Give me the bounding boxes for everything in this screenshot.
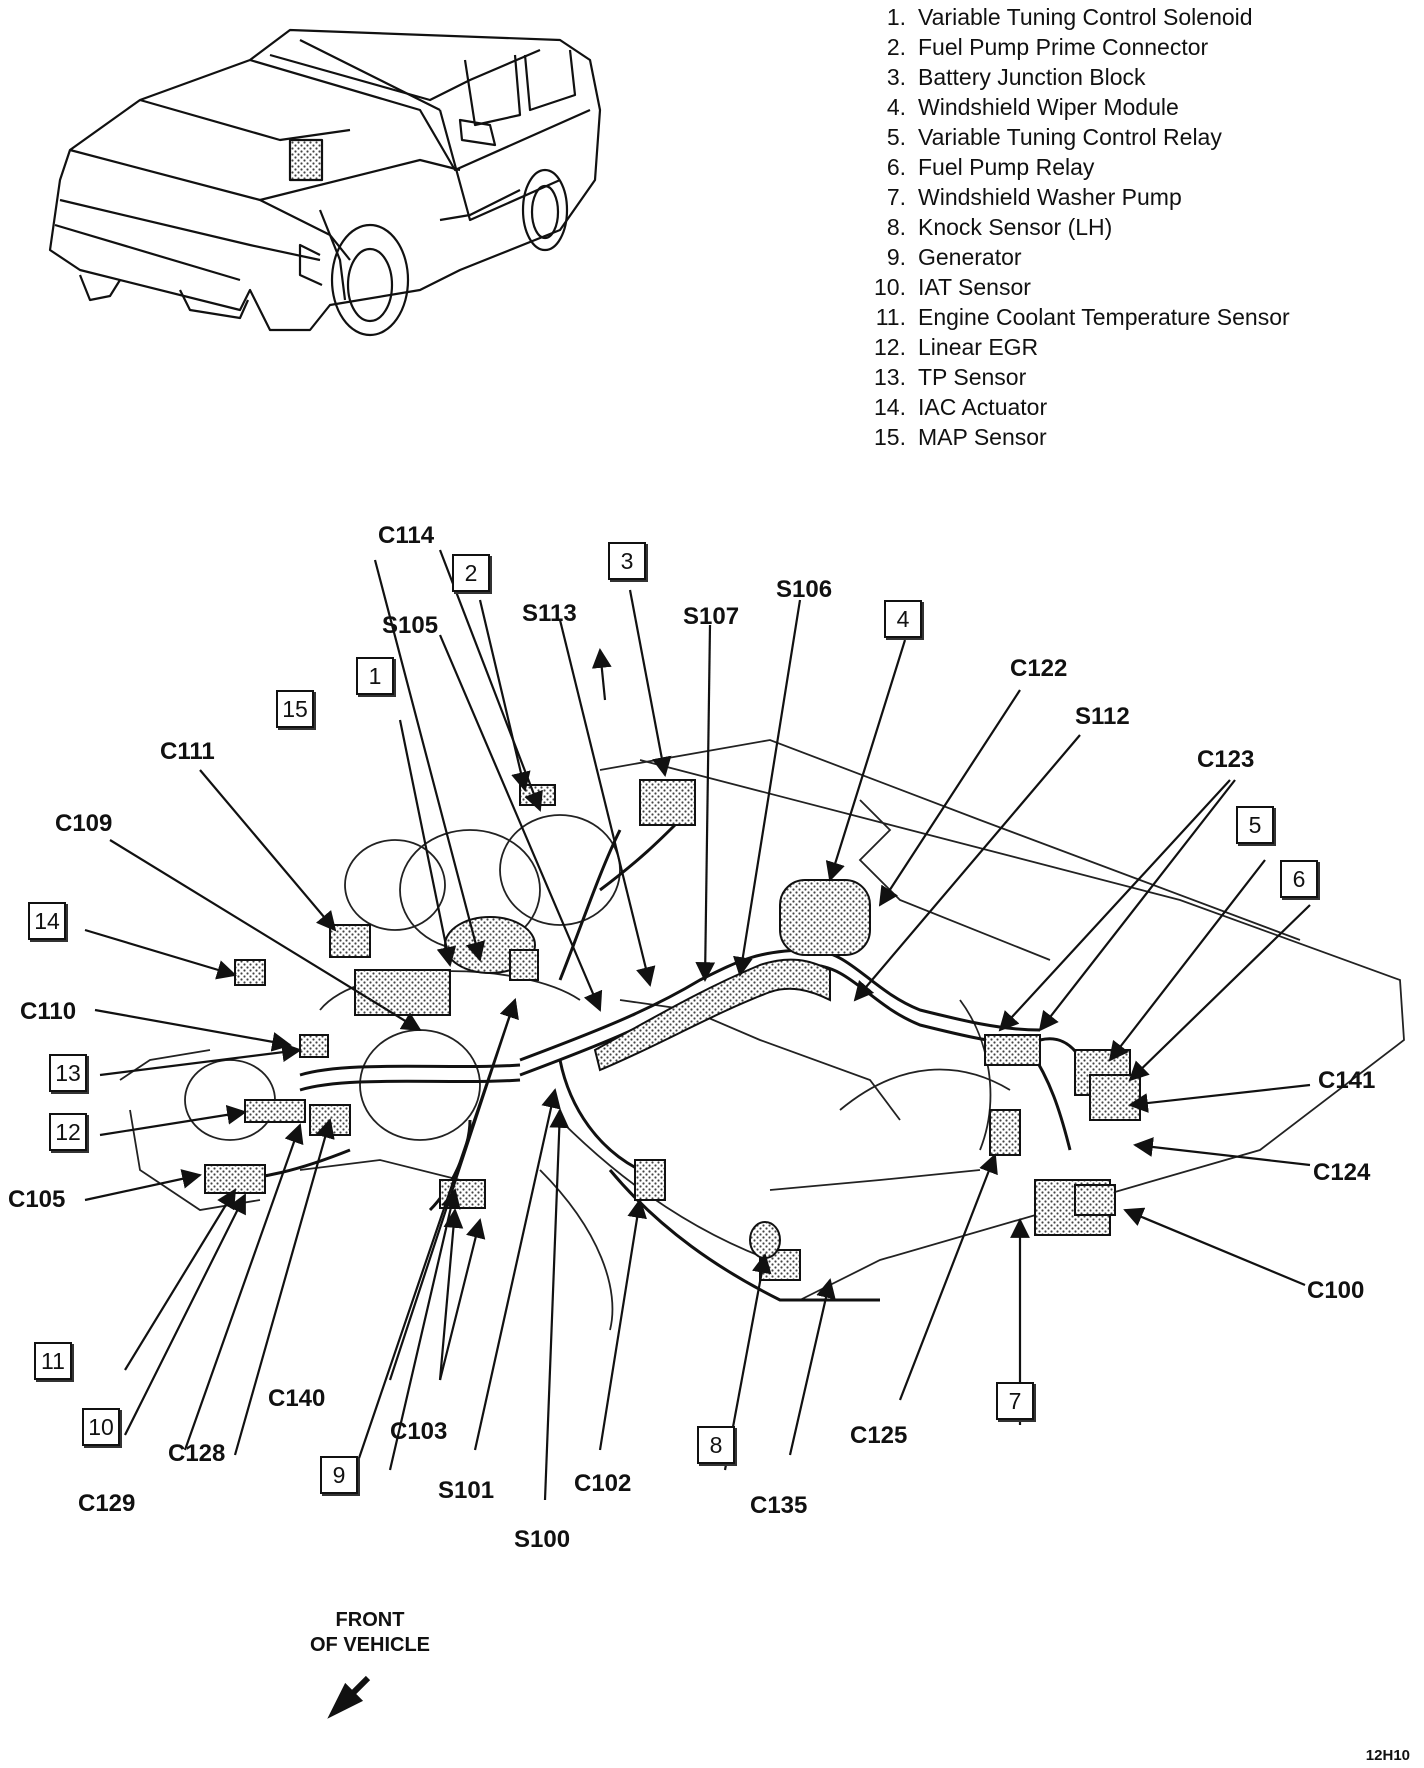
- legend-item: 5.Variable Tuning Control Relay: [886, 124, 1222, 150]
- label-s107: S107: [683, 603, 740, 630]
- legend-item: 11.Engine Coolant Temperature Sensor: [875, 304, 1290, 330]
- label-c135: C135: [750, 1492, 808, 1519]
- box-7: 7: [996, 1382, 1034, 1420]
- label-c102: C102: [574, 1470, 632, 1497]
- legend-item: 3.Battery Junction Block: [886, 64, 1146, 90]
- c140-connector: [509, 949, 539, 981]
- label-s100: S100: [514, 1526, 571, 1553]
- label-s113: S113: [522, 600, 577, 627]
- c105-connector: [204, 1164, 266, 1194]
- engine-bay-illustration: [119, 739, 1405, 1331]
- front-label-line2: OF VEHICLE: [309, 1634, 430, 1656]
- c100-connector: [1074, 1184, 1116, 1216]
- label-c123: C123: [1197, 746, 1255, 773]
- label-c111: C111: [160, 738, 215, 765]
- figure-id: 12H10: [1365, 1747, 1410, 1764]
- box-5: 5: [1236, 806, 1274, 844]
- label-s101: S101: [438, 1477, 495, 1504]
- label-c110: C110: [20, 998, 77, 1025]
- legend-item: 12.Linear EGR: [874, 334, 1039, 360]
- label-s106: S106: [776, 576, 833, 603]
- box-9: 9: [320, 1456, 358, 1494]
- label-c109: C109: [55, 810, 113, 837]
- linear-egr: [244, 1099, 306, 1123]
- map-sensor: [354, 969, 451, 1016]
- c111-connector: [329, 924, 371, 958]
- leader-lines: [84, 549, 1311, 1501]
- front-label-line1: FRONT: [335, 1609, 405, 1631]
- c102-connector: [634, 1159, 666, 1201]
- label-c122: C122: [1010, 655, 1068, 682]
- legend-item: 6.Fuel Pump Relay: [886, 154, 1095, 180]
- label-c140: C140: [268, 1385, 326, 1412]
- legend-item: 2.Fuel Pump Prime Connector: [886, 34, 1209, 60]
- knock-sensor: [749, 1221, 781, 1259]
- label-c103: C103: [390, 1418, 448, 1445]
- wiper-module: [779, 879, 871, 956]
- label-c128: C128: [168, 1440, 226, 1467]
- label-c105: C105: [8, 1186, 66, 1213]
- c125-connector: [989, 1109, 1021, 1156]
- label-s105: S105: [382, 612, 439, 639]
- main-harness-conduit: [593, 958, 831, 1072]
- component-legend: 1.Variable Tuning Control Solenoid 2.Fue…: [860, 2, 1290, 452]
- legend-item: 14.IAC Actuator: [874, 394, 1048, 420]
- box-8: 8: [697, 1426, 735, 1464]
- label-c100: C100: [1307, 1277, 1365, 1304]
- tp-sensor: [299, 1034, 329, 1058]
- box-13: 13: [49, 1054, 87, 1092]
- legend-item: 8.Knock Sensor (LH): [886, 214, 1113, 240]
- box-6: 6: [1280, 860, 1318, 898]
- battery-junction-block: [639, 779, 696, 826]
- legend-item: 15.MAP Sensor: [874, 424, 1047, 450]
- label-c141: C141: [1318, 1067, 1376, 1094]
- iac-actuator: [234, 959, 266, 986]
- box-15: 15: [276, 690, 314, 728]
- fuel-pump-relay: [1089, 1074, 1141, 1121]
- box-2: 2: [452, 554, 490, 592]
- label-c124: C124: [1313, 1159, 1371, 1186]
- wiring-harness: [219, 818, 1112, 1302]
- box-3: 3: [608, 542, 646, 580]
- front-arrow-icon: [327, 1675, 371, 1719]
- label-c114: C114: [378, 522, 435, 549]
- label-c129: C129: [78, 1490, 136, 1517]
- legend-item: 9.Generator: [886, 244, 1022, 270]
- front-of-vehicle-label: FRONT OF VEHICLE: [290, 1608, 450, 1658]
- label-s112: S112: [1075, 703, 1130, 730]
- legend-item: 4.Windshield Wiper Module: [886, 94, 1179, 120]
- box-11: 11: [34, 1342, 72, 1380]
- legend-item: 13.TP Sensor: [874, 364, 1027, 390]
- legend-item: 10.IAT Sensor: [874, 274, 1031, 300]
- legend-item: 7.Windshield Washer Pump: [886, 184, 1182, 210]
- vehicle-illustration: [48, 28, 602, 337]
- label-c125: C125: [850, 1422, 908, 1449]
- box-1: 1: [356, 657, 394, 695]
- box-12: 12: [49, 1113, 87, 1151]
- c123-connector: [984, 1034, 1041, 1066]
- box-14: 14: [28, 902, 66, 940]
- box-4: 4: [884, 600, 922, 638]
- legend-item: 1.Variable Tuning Control Solenoid: [886, 4, 1253, 30]
- box-10: 10: [82, 1408, 120, 1446]
